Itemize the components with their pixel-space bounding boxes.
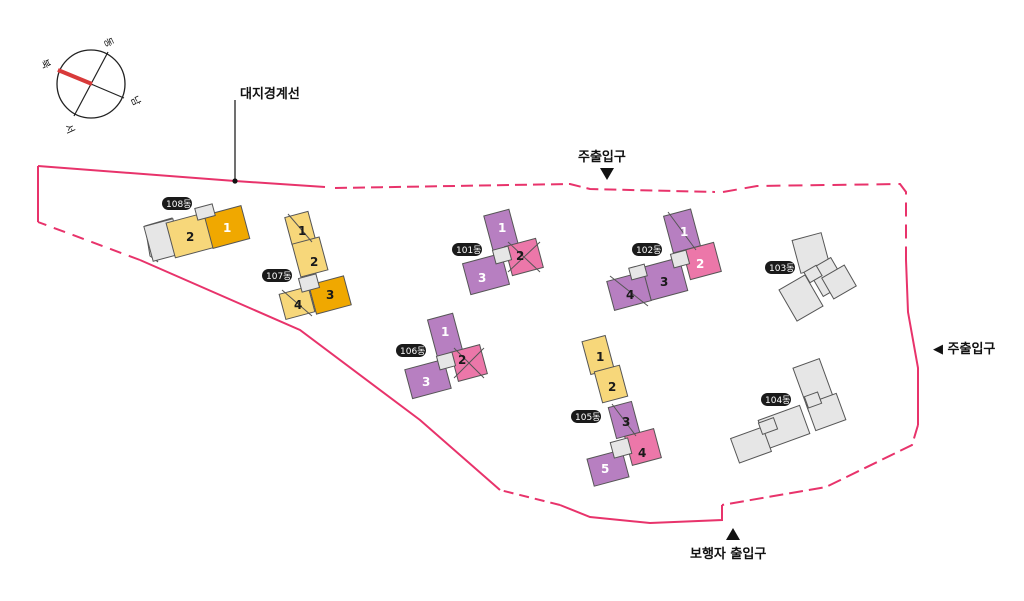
building-tag-label: 107동 xyxy=(266,271,291,282)
unit-label: 1 xyxy=(223,221,231,235)
building-tag-label: 106동 xyxy=(400,346,425,357)
unit-label: 1 xyxy=(680,225,688,239)
entrance-right: ◀ 주출입구 xyxy=(933,341,995,357)
unit-label: 1 xyxy=(596,350,604,364)
building-tag xyxy=(162,197,192,210)
building-tag-label: 105동 xyxy=(575,412,600,423)
building-tag xyxy=(262,269,292,282)
entrance-pedestrian-label: 보행자 출입구 xyxy=(690,546,766,562)
building-tag xyxy=(632,243,662,256)
unit-label: 2 xyxy=(186,230,194,244)
unit-label: 2 xyxy=(696,257,704,271)
boundary-top xyxy=(37,165,326,188)
unit-label: 3 xyxy=(326,288,334,302)
unit-label: 2 xyxy=(516,249,524,263)
entrance-pedestrian: 보행자 출입구 xyxy=(690,528,766,562)
entrance-top-arrow xyxy=(600,168,614,180)
unit-label: 1 xyxy=(441,325,449,339)
unit-label: 5 xyxy=(601,462,609,476)
unit-label: 3 xyxy=(622,415,630,429)
building-102[interactable]: 1 2 3 4 102동 xyxy=(606,208,722,312)
unit-label: 2 xyxy=(310,255,318,269)
building-107[interactable]: 1 2 3 4 107동 xyxy=(262,210,352,321)
entrance-right-label: ◀ 주출입구 xyxy=(933,341,995,357)
entrance-top-label: 주출입구 xyxy=(578,149,626,165)
unit-label: 2 xyxy=(458,353,466,367)
building-105[interactable]: 1 2 3 4 5 105동 xyxy=(571,334,662,487)
building-tag-label: 104동 xyxy=(765,395,790,406)
boundary-bottom xyxy=(139,259,501,491)
building-tag xyxy=(765,261,795,274)
unit-label: 4 xyxy=(626,288,634,302)
unit-label: 3 xyxy=(660,275,668,289)
boundary-leader: 대지경계선 xyxy=(232,86,300,184)
entrance-pedestrian-arrow xyxy=(726,528,740,540)
unit-label: 1 xyxy=(498,221,506,235)
unit-label: 4 xyxy=(294,298,302,312)
building-104[interactable]: 104동 xyxy=(729,357,847,464)
building-tag-label: 102동 xyxy=(636,245,661,256)
compass: 북 동 남 서 xyxy=(38,36,143,136)
unit-label: 1 xyxy=(298,224,306,238)
building-tag-label: 108동 xyxy=(166,199,191,210)
compass-west: 서 xyxy=(62,122,77,135)
building-tag xyxy=(452,243,482,256)
boundary-label: 대지경계선 xyxy=(240,86,300,102)
building-tag xyxy=(396,344,426,357)
compass-east: 동 xyxy=(101,36,116,49)
building-108[interactable]: 2 1 108동 xyxy=(143,197,251,263)
building-103[interactable]: 103동 xyxy=(765,232,857,322)
unit-label: 2 xyxy=(608,380,616,394)
building-tag-label: 103동 xyxy=(769,263,794,274)
unit-label: 3 xyxy=(422,375,430,389)
unit-label: 3 xyxy=(478,271,486,285)
building-tag-label: 101동 xyxy=(456,245,481,256)
building-tag xyxy=(571,410,601,423)
unit-label: 4 xyxy=(638,446,646,460)
entrance-top: 주출입구 xyxy=(578,149,626,180)
site-boundary xyxy=(37,165,919,525)
boundary-right xyxy=(905,259,919,425)
compass-south: 남 xyxy=(128,94,143,107)
building-tag xyxy=(761,393,791,406)
building-101[interactable]: 1 2 3 101동 xyxy=(452,208,544,296)
north-needle xyxy=(57,68,93,86)
compass-north: 북 xyxy=(38,57,53,70)
building-106[interactable]: 1 2 3 106동 xyxy=(396,312,488,400)
